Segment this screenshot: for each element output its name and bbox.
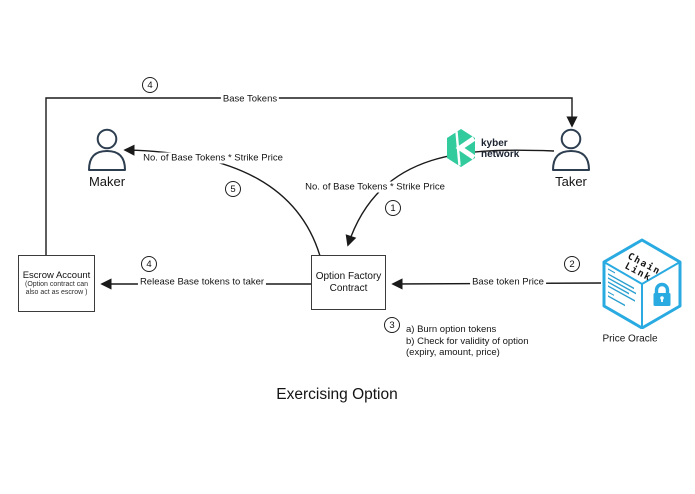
escrow-note-line2: also act as escrow ) xyxy=(25,289,88,296)
step-circle-4-release: 4 xyxy=(141,256,157,272)
kyber-word: kyber xyxy=(481,138,508,149)
burn-line-c: (expiry, amount, price) xyxy=(406,347,500,358)
connector-escrow-to-taker xyxy=(45,97,578,255)
option-factory-box: Option Factory Contract xyxy=(311,255,386,310)
taker-node: Taker xyxy=(543,128,599,189)
option-factory-line1: Option Factory xyxy=(315,270,382,282)
burn-line-a: a) Burn option tokens xyxy=(406,324,497,335)
escrow-account-box: Escrow Account (Option contract can also… xyxy=(18,255,95,312)
edge-label-base-tokens: Base Tokens xyxy=(220,93,280,105)
step-circle-4-top: 4 xyxy=(142,77,158,93)
padlock-icon xyxy=(653,282,671,306)
option-factory-line2: Contract xyxy=(329,282,368,294)
step-circle-1: 1 xyxy=(385,200,401,216)
escrow-title: Escrow Account xyxy=(22,269,91,281)
network-word: network xyxy=(481,149,520,160)
kyber-network-wordmark: kyber network xyxy=(481,138,519,160)
step-circle-2: 2 xyxy=(564,256,580,272)
edge-label-release: Release Base tokens to taker xyxy=(137,276,267,288)
connector-taker-to-factory xyxy=(345,149,555,247)
chainlink-cube-icon: Chain Link xyxy=(602,238,682,329)
connector-factory-to-maker xyxy=(123,144,321,257)
step-circle-5: 5 xyxy=(225,181,241,197)
edge-label-strike-from-taker: No. of Base Tokens * Strike Price xyxy=(303,181,447,193)
burn-line-b: b) Check for validity of option xyxy=(406,335,529,347)
person-icon xyxy=(552,128,590,171)
person-icon xyxy=(88,128,126,171)
edge-label-strike-to-maker: No. of Base Tokens * Strike Price xyxy=(141,152,285,164)
price-oracle-label: Price Oracle xyxy=(602,333,658,345)
taker-label: Taker xyxy=(555,174,587,189)
kyber-network-icon xyxy=(447,129,476,167)
edge-label-base-token-price: Base token Price xyxy=(470,276,546,288)
code-lines xyxy=(608,268,636,307)
page-title: Exercising Option xyxy=(276,386,398,403)
step-circle-3: 3 xyxy=(384,317,400,333)
burn-step-annotation: a) Burn option tokens b) Check for valid… xyxy=(406,324,529,359)
maker-label: Maker xyxy=(88,174,126,189)
escrow-note-line1: (Option contract can xyxy=(24,280,89,288)
maker-node: Maker xyxy=(79,128,135,189)
